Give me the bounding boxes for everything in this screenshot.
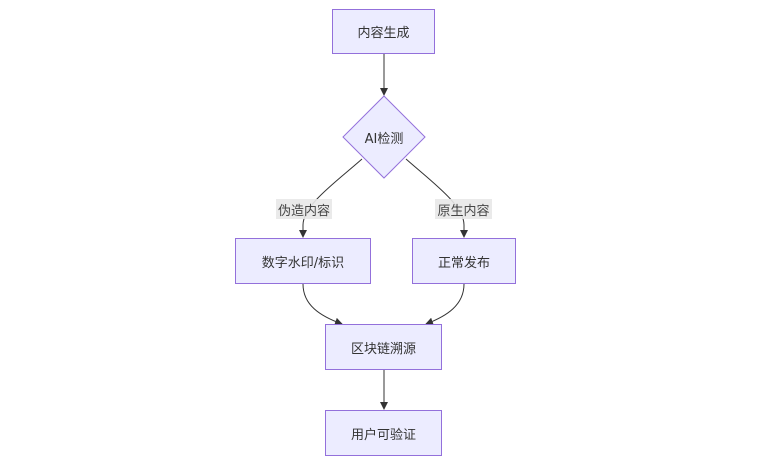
node-watermark: 数字水印/标识 [235, 238, 371, 284]
edge-detection-to-publish [405, 158, 468, 238]
edge-label-original-content: 原生内容 [435, 199, 492, 219]
edge-label-fake-content: 伪造内容 [276, 199, 332, 219]
node-content-generation: 内容生成 [332, 9, 435, 54]
node-user-verifiable: 用户可验证 [325, 410, 442, 456]
node-watermark-label: 数字水印/标识 [261, 255, 345, 271]
node-ai-detection-label: AI检测 [364, 131, 404, 147]
node-user-verifiable-label: 用户可验证 [350, 427, 416, 443]
edge-publish-to-blockchain [425, 283, 465, 326]
node-normal-publish: 正常发布 [412, 238, 516, 284]
edge-label-original-content-text: 原生内容 [437, 203, 490, 219]
node-blockchain-trace: 区块链溯源 [325, 324, 442, 370]
edge-detection-to-watermark [299, 158, 363, 238]
ai-detection-diamond [342, 95, 426, 179]
node-ai-detection: AI检测 [343, 96, 425, 178]
edge-label-fake-content-text: 伪造内容 [277, 203, 330, 219]
edge-watermark-to-blockchain [302, 283, 343, 326]
node-blockchain-trace-label: 区块链溯源 [350, 341, 416, 357]
node-content-generation-label: 内容生成 [357, 26, 410, 41]
node-normal-publish-label: 正常发布 [437, 255, 490, 271]
